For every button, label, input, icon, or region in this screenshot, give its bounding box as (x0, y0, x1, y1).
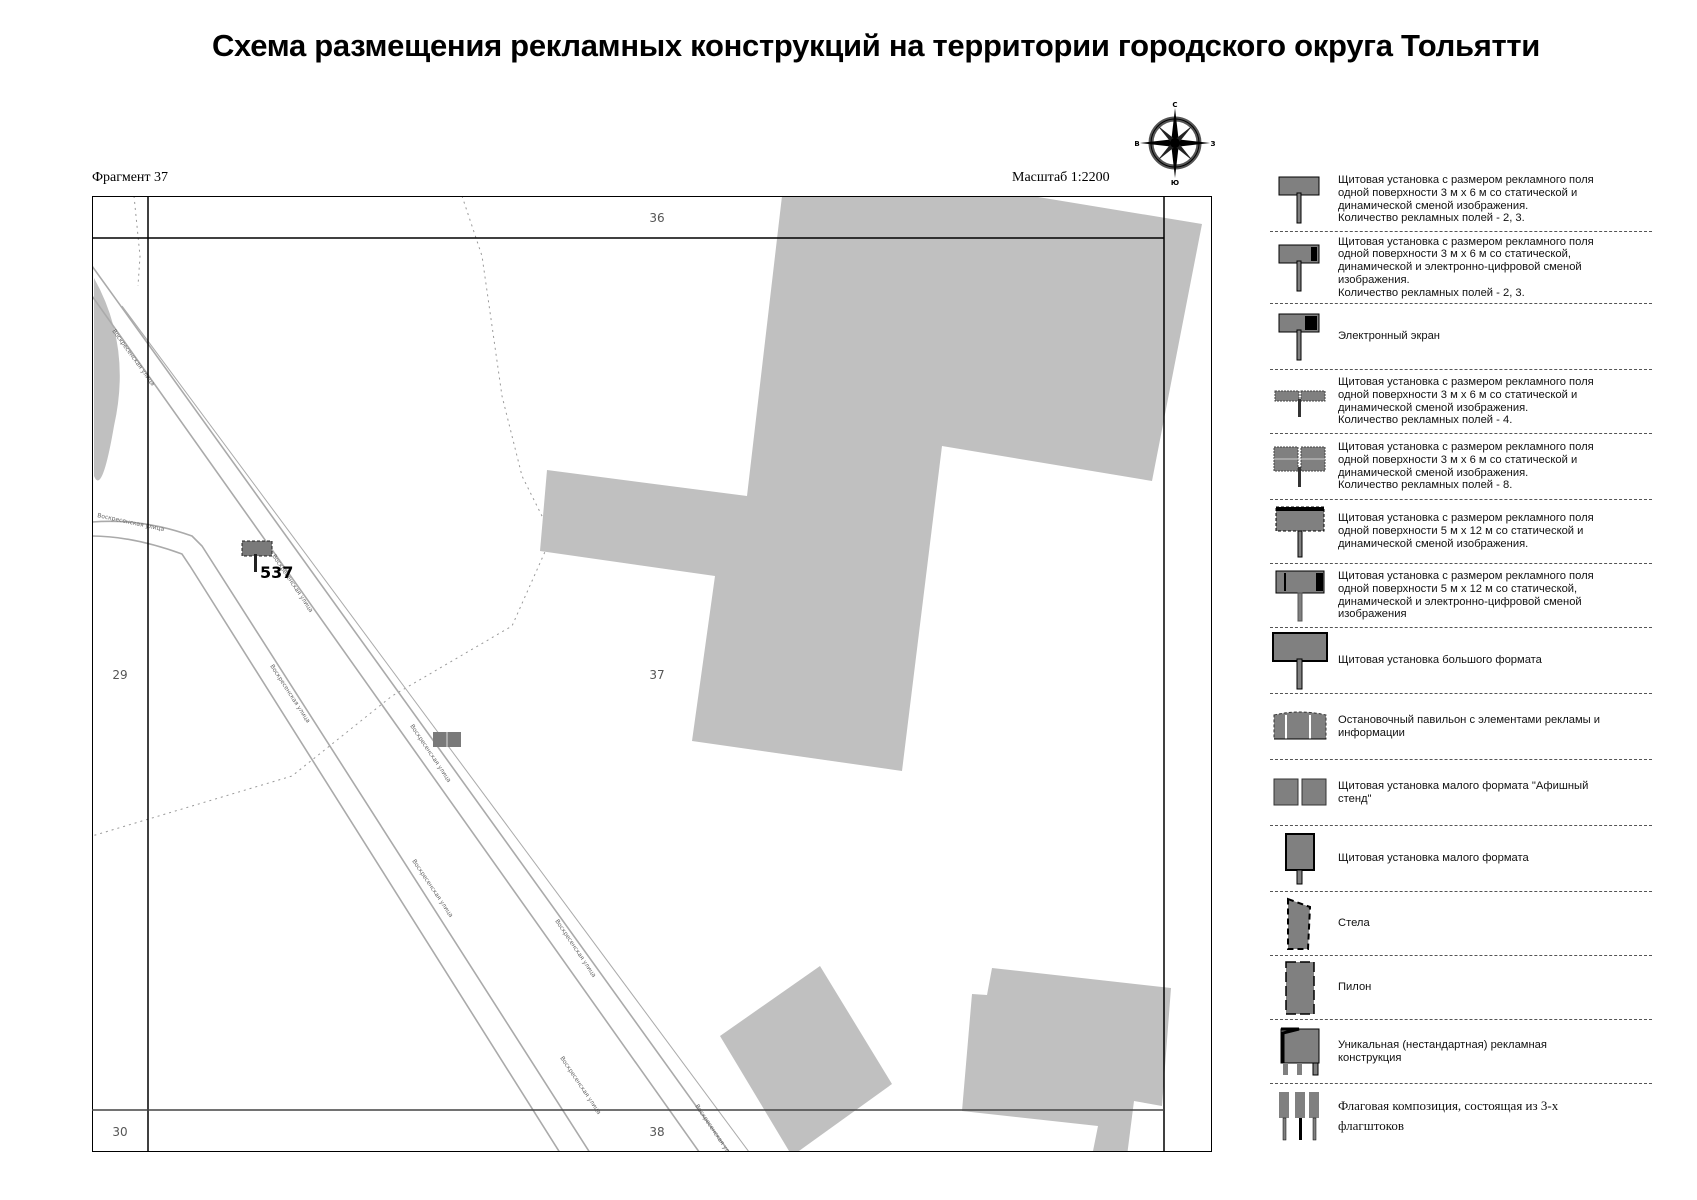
building (962, 968, 1171, 1152)
legend-item: Щитовая установка малого формата "Афишны… (1270, 760, 1652, 826)
boundary-line (92, 196, 553, 837)
legend-text: Щитовая установка с размером рекламного … (1338, 512, 1594, 550)
street-label: Воскресенская улица (553, 918, 597, 979)
bus-stop-marker[interactable] (433, 732, 461, 747)
legend-item: Электронный экран (1270, 304, 1652, 370)
legend-item: Щитовая установка с размером рекламного … (1270, 370, 1652, 434)
unique-construction-icon (1270, 1027, 1330, 1077)
road-voskresenskaya-lower (92, 520, 591, 1152)
compass-east-label: З (1211, 140, 1215, 148)
billboard-marker-537[interactable]: 537 (241, 540, 293, 582)
legend-item: Щитовая установка с размером рекламного … (1270, 434, 1652, 500)
park-area (94, 278, 120, 481)
legend-item: Щитовая установка с размером рекламного … (1270, 564, 1652, 628)
compass-south-label: Ю (1171, 179, 1179, 186)
legend-text: Щитовая установка с размером рекламного … (1338, 440, 1594, 492)
map-fragment[interactable]: Воскресенская улица Воскресенская улица … (92, 196, 1212, 1152)
legend-text: Щитовая установка с размером рекламного … (1338, 375, 1594, 427)
electronic-screen-icon (1270, 312, 1330, 362)
page-title: Схема размещения рекламных конструкций н… (211, 28, 1541, 63)
compass-rose-icon: С Ю В З (1134, 100, 1215, 187)
flag-composition-icon (1270, 1090, 1330, 1142)
road-voskresenskaya-upper (92, 265, 750, 1152)
legend-text: Щитовая установка малого формата "Афишны… (1338, 779, 1589, 805)
legend: Щитовая установка с размером рекламного … (1270, 168, 1652, 1148)
construction-number: 537 (260, 563, 293, 582)
legend-text: Электронный экран (1338, 330, 1440, 343)
small-format-billboard-icon (1270, 832, 1330, 886)
boundary-line (133, 196, 141, 287)
billboard-3x6-digital-icon (1270, 243, 1330, 293)
pylon-icon (1270, 960, 1330, 1016)
legend-text: Щитовая установка большого формата (1338, 654, 1542, 667)
legend-item: Щитовая установка малого формата (1270, 826, 1652, 892)
legend-text: Щитовая установка с размером рекламного … (1338, 235, 1594, 299)
cell-number-left[interactable]: 29 (112, 668, 127, 682)
legend-text: Флаговая композиция, состоящая из 3-х фл… (1338, 1098, 1559, 1133)
legend-item: Щитовая установка с размером рекламного … (1270, 500, 1652, 564)
compass-west-label: В (1135, 140, 1140, 148)
billboard-5x12-icon (1270, 505, 1330, 559)
street-label: Воскресенская улица (268, 663, 311, 724)
billboard-3x6-4fields-icon (1270, 385, 1330, 419)
cell-number-bottom-left[interactable]: 30 (112, 1125, 127, 1139)
legend-item: Флаговая композиция, состоящая из 3-х фл… (1270, 1084, 1652, 1148)
building (540, 196, 1202, 771)
poster-stand-icon (1270, 775, 1330, 811)
legend-item: Щитовая установка с размером рекламного … (1270, 232, 1652, 304)
legend-text: Щитовая установка малого формата (1338, 852, 1529, 865)
street-label: Воскресенская улица (97, 512, 166, 533)
street-label: Воскресенская улица (558, 1055, 602, 1116)
billboard-3x6-8fields-icon (1270, 445, 1330, 489)
legend-item: Уникальная (нестандартная) рекламная кон… (1270, 1020, 1652, 1084)
legend-item: Стела (1270, 892, 1652, 956)
legend-text: Щитовая установка с размером рекламного … (1338, 173, 1594, 225)
cell-number-center: 37 (649, 668, 664, 682)
cell-number-bottom[interactable]: 38 (649, 1125, 664, 1139)
bus-stop-pavilion-icon (1270, 709, 1330, 745)
building (720, 966, 892, 1152)
fragment-label: Фрагмент 37 (92, 170, 169, 185)
legend-text: Остановочный павильон с элементами рекла… (1338, 713, 1601, 739)
billboard-5x12-digital-icon (1270, 569, 1330, 623)
legend-item: Щитовая установка большого формата (1270, 628, 1652, 694)
legend-item: Пилон (1270, 956, 1652, 1020)
stele-icon (1270, 897, 1330, 951)
scale-label: Масштаб 1:2200 (1012, 170, 1110, 185)
billboard-3x6-icon (1270, 175, 1330, 225)
legend-item: Остановочный павильон с элементами рекла… (1270, 694, 1652, 760)
legend-text: Уникальная (нестандартная) рекламная кон… (1338, 1038, 1547, 1064)
street-label: Воскресенская улица (410, 858, 454, 919)
legend-item: Щитовая установка с размером рекламного … (1270, 168, 1652, 232)
legend-text: Стела (1338, 917, 1370, 930)
cell-number-top[interactable]: 36 (649, 211, 664, 225)
large-format-billboard-icon (1270, 631, 1330, 691)
legend-text: Пилон (1338, 981, 1372, 994)
legend-text: Щитовая установка с размером рекламного … (1338, 569, 1594, 621)
compass-north-label: С (1172, 101, 1177, 109)
